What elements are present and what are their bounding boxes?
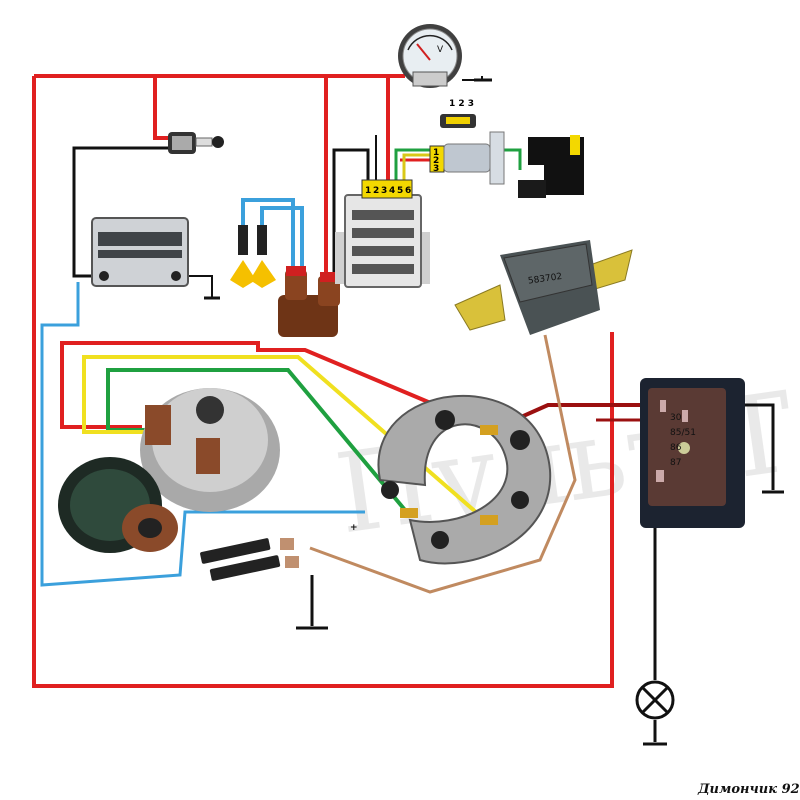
relay: 30 85/51 86 87 — [640, 378, 745, 528]
module-terminal-2: 3 — [381, 186, 387, 196]
regulator-marking-line1: 583702 — [527, 272, 562, 287]
alternator-stator — [140, 388, 280, 512]
relay-terminal-0: 30 — [670, 413, 682, 423]
relay-terminal-2: 86 — [670, 443, 682, 453]
ignition-switch — [168, 132, 224, 154]
module-terminal-1: 2 — [373, 186, 379, 196]
connector-terminal-1: 2 — [433, 156, 439, 166]
hall-sensor — [518, 135, 584, 198]
author-signature: Димончик 92 — [697, 782, 800, 797]
relay-terminal-1: 85/51 — [670, 428, 696, 438]
rectifier-plus-sign: + — [350, 523, 358, 533]
relay-terminal-3: 87 — [670, 458, 681, 468]
wire-black-switch-battery — [72, 146, 170, 278]
spark-plugs — [230, 225, 276, 288]
wire-black-battery-ground — [180, 275, 213, 298]
battery — [91, 217, 189, 287]
three-pin-connector: 1 2 3 123 — [429, 99, 505, 185]
brush-holder — [200, 538, 299, 581]
wire-blue-battery-alternator — [40, 282, 365, 587]
wire-red-left-vertical — [32, 76, 614, 688]
wire-red-alternator-loop — [60, 341, 491, 430]
wire-black-module-to-coil — [332, 148, 370, 282]
wire-green-module-connector — [394, 148, 430, 180]
module-terminal-3: 4 — [389, 186, 395, 196]
connector-pins-label: 1 2 3 — [449, 99, 474, 109]
wire-green-connector-sensor — [500, 148, 522, 170]
wire-blue-spark-lead-1 — [241, 198, 295, 272]
wire-yellow-stator-rectifier — [82, 355, 487, 522]
alternator-rotor — [58, 457, 178, 553]
wire-blue-spark-lead-2 — [260, 206, 304, 276]
voltmeter-symbol: V — [437, 45, 444, 55]
connector-terminal-0: 1 — [433, 148, 439, 158]
module-terminal-0: 1 — [365, 186, 371, 196]
voltage-regulator: 583702 — [454, 240, 633, 335]
ignition-coil — [278, 266, 340, 337]
voltmeter: V — [398, 24, 462, 88]
connector-terminal-2: 3 — [433, 164, 439, 174]
wire-yellow-module-connector — [402, 153, 430, 180]
module-terminal-4: 5 — [397, 186, 403, 196]
wire-red-to-switch — [153, 76, 182, 140]
rectifier-bridge: + — [350, 394, 552, 565]
wire-brown-regulator-rectifier — [309, 334, 577, 594]
module-terminal-5: 6 — [405, 186, 411, 196]
indicator-lamp — [635, 680, 675, 720]
